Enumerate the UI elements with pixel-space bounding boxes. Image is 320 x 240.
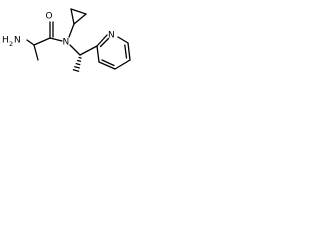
carbonyl-oxygen-label: O <box>46 12 53 22</box>
bond-amine-alpha <box>26 39 35 46</box>
bond-carbonyl-amide-n <box>49 37 63 42</box>
bond-chiral-pyridine <box>79 45 98 56</box>
bond-pyridine-c5-c6 <box>127 42 131 61</box>
bond-alpha-methyl <box>33 44 39 61</box>
hashed-wedge-bond <box>72 56 82 72</box>
bond-amide-n-cyclopropyl <box>68 23 75 38</box>
bond-alpha-carbonyl <box>33 37 51 46</box>
bond-pyridine-c6-n <box>117 36 129 44</box>
bond-pyridine-inner-3 <box>99 37 110 48</box>
bond-cyclopropyl-3 <box>73 13 87 25</box>
bond-pyridine-c4-c5 <box>114 59 131 70</box>
amide-nitrogen-label: N <box>63 38 70 48</box>
bond-pyridine-c3-c4 <box>98 61 116 70</box>
bond-pyridine-n-c2 <box>96 34 108 47</box>
amine-subscript-label: 2 <box>9 40 13 48</box>
bond-pyridine-inner-1 <box>101 59 115 67</box>
bond-pyridine-inner-2 <box>124 44 128 59</box>
bond-cyclopropyl-1 <box>70 8 75 25</box>
pyridine-nitrogen-label: N <box>108 31 115 41</box>
bond-cyclopropyl-2 <box>70 8 87 15</box>
amine-n-label: N <box>14 36 21 46</box>
amine-h-label: H <box>2 36 9 46</box>
molecule-structure-diagram: H 2 N O N N <box>2 8 131 72</box>
bond-amide-n-chiral <box>69 44 81 56</box>
bond-pyridine-c2-c3 <box>96 45 100 63</box>
